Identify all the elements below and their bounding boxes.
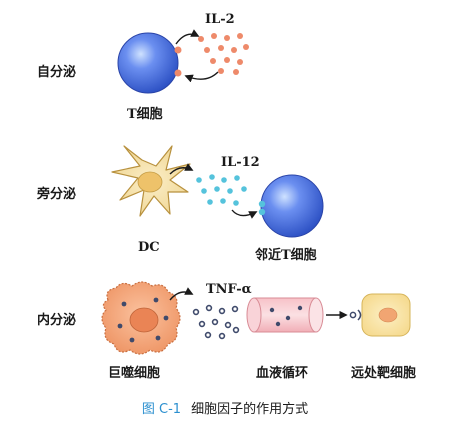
blood-circulation-label: 血液循环: [256, 366, 309, 381]
neighboring-t-cell-label: 邻近T细胞: [255, 248, 317, 263]
autocrine-binding-arrow: [184, 71, 219, 83]
paracrine-binding-arrow: [231, 209, 258, 219]
blood-vessel: [246, 297, 324, 333]
t-cell-label: T细胞: [127, 107, 163, 122]
il2-molecules: [198, 33, 249, 75]
autocrine-secretion-arrow: [175, 29, 200, 45]
dendritic-cell: [111, 145, 191, 217]
distant-target-cell-label: 远处靶细胞: [351, 366, 417, 381]
autocrine-title: 自分泌: [37, 65, 77, 80]
figure-number: 图 C-1: [141, 402, 182, 417]
paracrine-title: 旁分泌: [37, 187, 77, 202]
paracrine-secretion-arrow: [169, 163, 194, 175]
tnf-molecules: [192, 304, 240, 340]
endocrine-title: 内分泌: [37, 313, 77, 328]
il12-molecules: [196, 174, 247, 206]
distant-target-cell: [361, 293, 411, 337]
receptor-binding: [349, 309, 362, 321]
neighboring-t-cell: [258, 174, 324, 238]
dc-label: DC: [138, 240, 160, 255]
figure-caption: 图 C-1 细胞因子的作用方式: [0, 403, 450, 416]
macrophage-label: 巨噬细胞: [108, 366, 161, 381]
endocrine-secretion-arrow: [169, 287, 194, 301]
tnf-alpha-label: TNF-α: [206, 282, 252, 297]
il12-label: IL-12: [221, 155, 260, 170]
figure-caption-text: 细胞因子的作用方式: [191, 402, 309, 417]
macrophage: [101, 281, 181, 355]
il2-label: IL-2: [205, 12, 235, 27]
autocrine-t-cell: [117, 32, 182, 94]
